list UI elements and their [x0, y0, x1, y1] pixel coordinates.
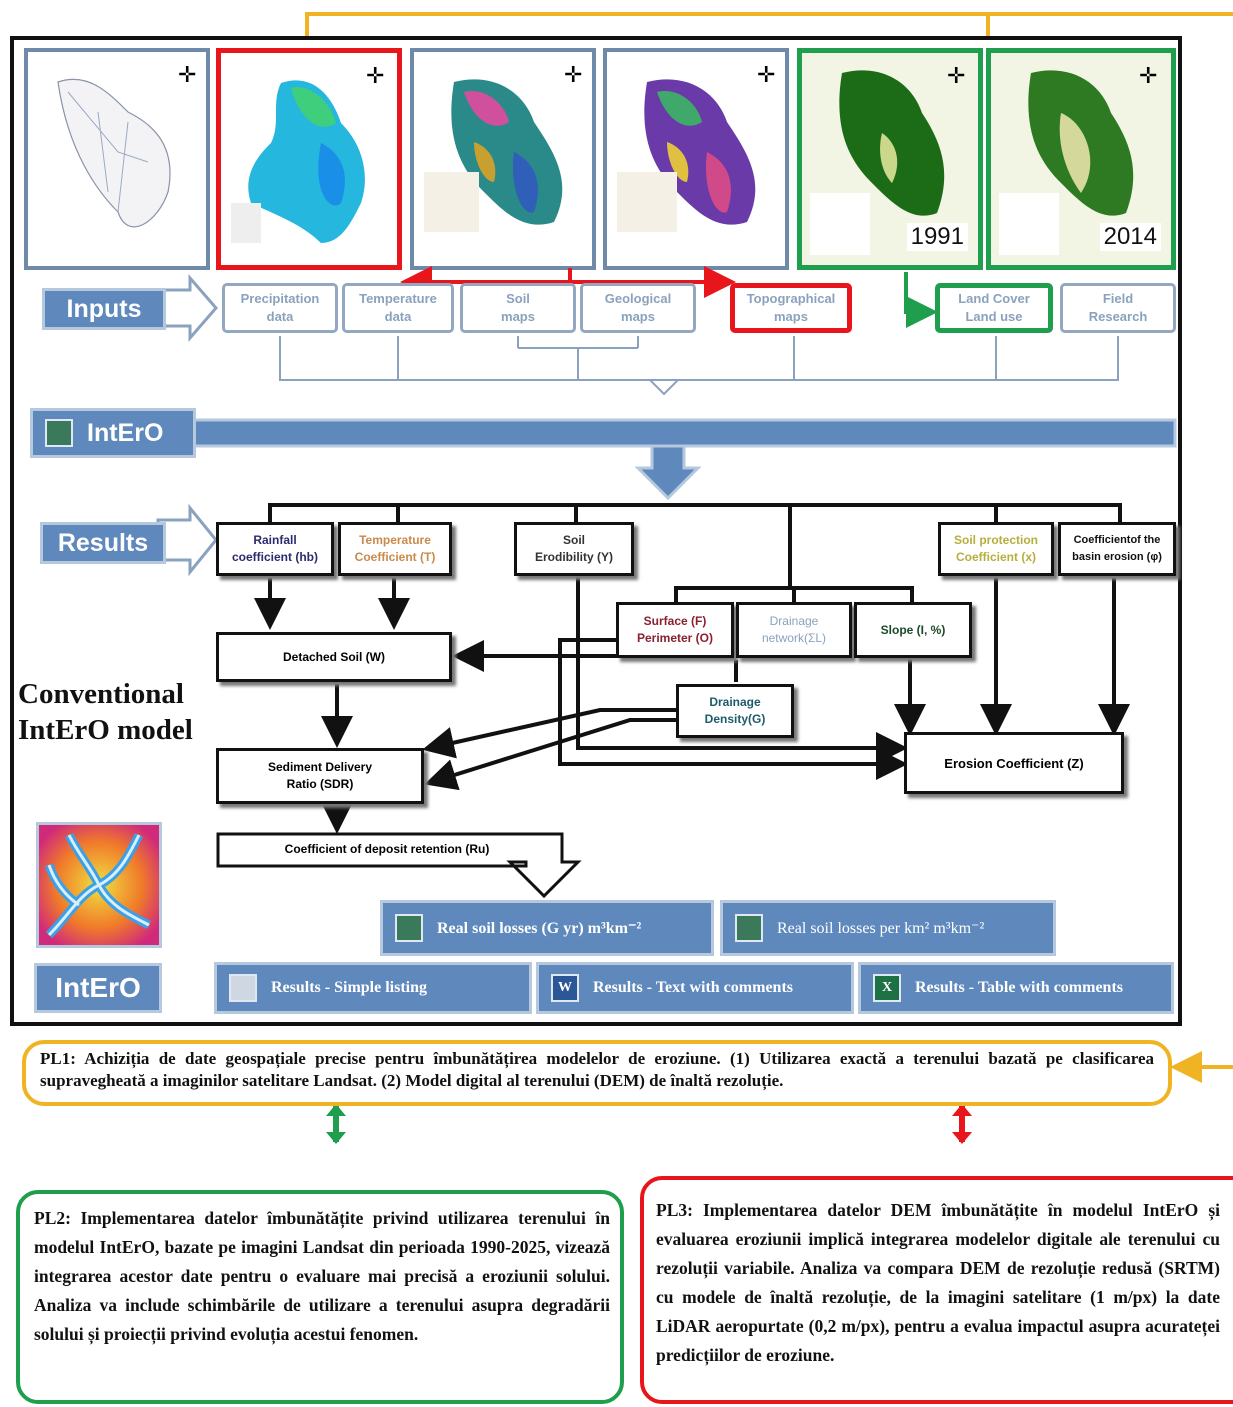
erosion-coefficient-box: Erosion Coefficient (Z) [904, 732, 1124, 794]
intero-small-icon [735, 914, 763, 942]
soil-losses-bar: Real soil losses (G yr) m³km⁻² [380, 900, 714, 956]
svg-text:✛: ✛ [564, 62, 582, 87]
table-comments-bar[interactable]: X Results - Table with comments [858, 962, 1174, 1014]
simple-listing-bar[interactable]: Results - Simple listing [214, 962, 532, 1014]
text-comments-bar[interactable]: W Results - Text with comments [536, 962, 854, 1014]
detached-soil-box: Detached Soil (W) [216, 632, 452, 682]
input-precipitation: Precipitation data [222, 283, 338, 333]
input-topographical: Topographical maps [730, 283, 852, 333]
intero-logo-image [36, 822, 162, 948]
pl1-box: PL1: Achiziția de date geospațiale preci… [22, 1040, 1172, 1106]
text-comments-label: Results - Text with comments [593, 979, 793, 996]
catchment-map: ✛ [24, 48, 210, 270]
deposit-retention-label: Coefficient of deposit retention (Ru) [284, 842, 490, 856]
input-geological: Geological maps [580, 283, 696, 333]
year-label: 1991 [906, 223, 968, 251]
slope-box: Slope (I, %) [854, 602, 972, 658]
input-landcover: Land Cover Land use [935, 283, 1053, 333]
pl2-box: PL2: Implementarea datelor îmbunătățite … [16, 1190, 624, 1404]
landuse-1991-map: ✛ 1991 [797, 48, 983, 270]
sdr-box: Sediment Delivery Ratio (SDR) [216, 748, 424, 804]
intero-bar-label: IntErO [30, 408, 196, 458]
table-comments-label: Results - Table with comments [915, 979, 1124, 996]
basin-erosion-box: Coefficientof the basin erosion (φ) [1058, 522, 1176, 576]
soil-losses-per-km2-bar: Real soil losses per km² m³km⁻² [720, 900, 1056, 956]
svg-text:✛: ✛ [366, 63, 384, 88]
landuse-2014-map: ✛ 2014 [986, 48, 1176, 270]
geology-map: ✛ [603, 48, 789, 270]
rainfall-coefficient-box: Rainfall coefficient (hb) [216, 522, 334, 576]
word-icon: W [551, 974, 579, 1002]
document-icon [229, 974, 257, 1002]
svg-text:✛: ✛ [178, 62, 196, 87]
model-title-line1: Conventional [18, 678, 184, 710]
soil-losses-per-km2-label: Real soil losses per km² m³km⁻² [777, 920, 985, 937]
pl3-box: PL3: Implementarea datelor DEM îmbunătăț… [640, 1176, 1233, 1404]
svg-text:✛: ✛ [947, 63, 965, 88]
drainage-density-box: Drainage Density(G) [676, 684, 794, 738]
input-soil: Soil maps [460, 283, 576, 333]
intero-logo-label: IntErO [34, 963, 162, 1013]
soil-map: ✛ [410, 48, 596, 270]
intero-bar-text: IntErO [87, 418, 164, 447]
year-label: 2014 [1099, 223, 1161, 251]
intero-small-icon [395, 914, 423, 942]
simple-listing-label: Results - Simple listing [271, 979, 428, 996]
soil-erodibility-box: Soil Erodibility (Y) [514, 522, 634, 576]
model-title: Conventional IntErO model [18, 676, 193, 748]
intero-logo-icon [45, 419, 73, 447]
surface-perimeter-box: Surface (F) Perimeter (O) [616, 602, 734, 658]
svg-text:✛: ✛ [1139, 63, 1157, 88]
input-temperature: Temperature data [342, 283, 454, 333]
svg-text:✛: ✛ [757, 62, 775, 87]
dem-map: ✛ [216, 48, 402, 270]
excel-icon: X [873, 974, 901, 1002]
soil-protection-box: Soil protection Coefficient (x) [938, 522, 1054, 576]
temperature-coefficient-box: Temperature Coefficient (T) [338, 522, 452, 576]
soil-losses-label: Real soil losses (G yr) m³km⁻² [437, 920, 642, 937]
results-label: Results [40, 522, 166, 564]
model-title-line2: IntErO model [18, 714, 193, 746]
inputs-label: Inputs [42, 288, 166, 330]
drainage-network-box: Drainage network(ΣL) [736, 602, 852, 658]
input-field-research: Field Research [1060, 283, 1176, 333]
